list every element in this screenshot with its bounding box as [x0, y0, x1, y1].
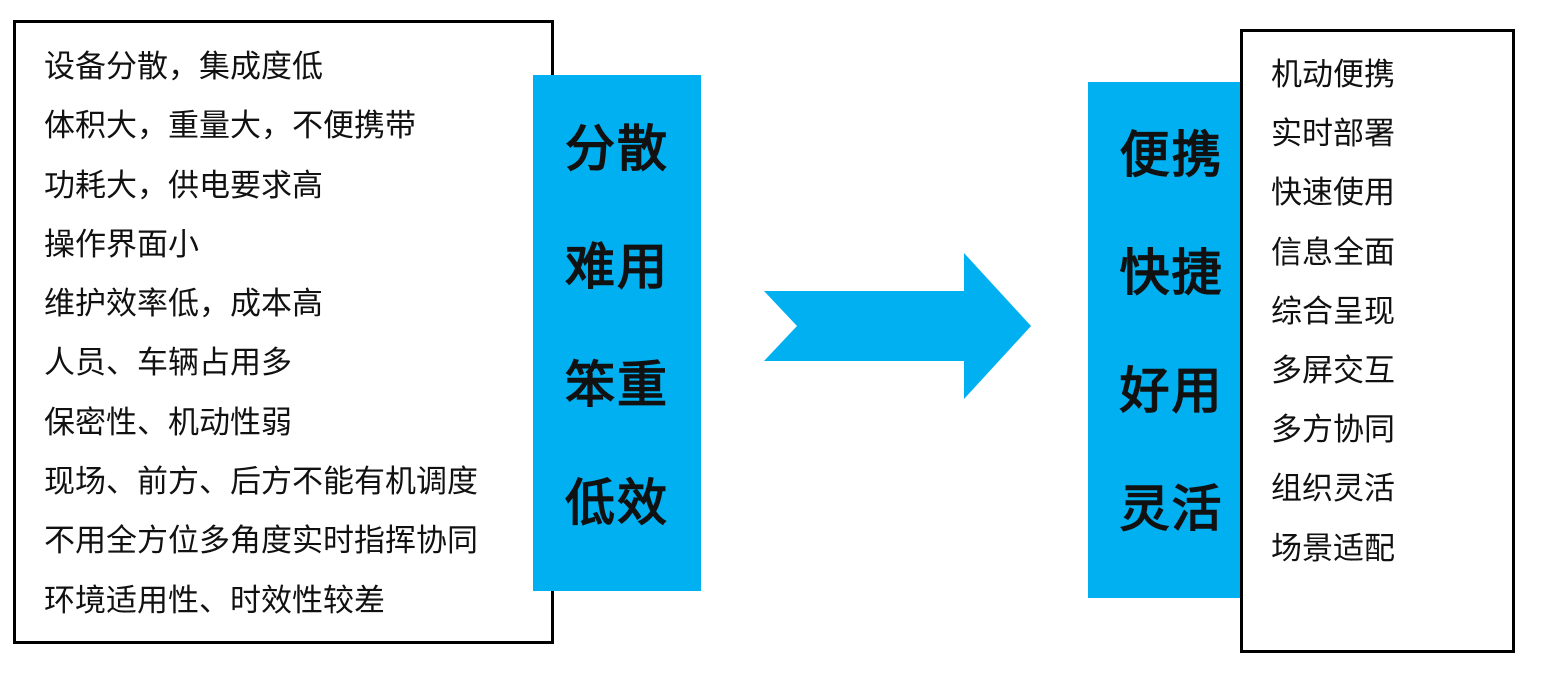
- problem-item: 维护效率低，成本高: [44, 286, 323, 323]
- problem-item: 体积大，重量大，不便携带: [44, 108, 416, 145]
- benefit-item: 快速使用: [1271, 175, 1395, 212]
- problems-summary-list: 分散 难用 笨重 低效: [533, 90, 701, 562]
- problem-item: 设备分散，集成度低: [44, 49, 323, 85]
- problem-item: 不用全方位多角度实时指挥协同: [44, 523, 478, 560]
- benefit-item: 多方协同: [1271, 412, 1395, 449]
- benefit-item: 综合呈现: [1271, 293, 1395, 330]
- problem-item: 保密性、机动性弱: [44, 404, 292, 441]
- summary-word: 分散: [565, 119, 669, 178]
- problem-item: 操作界面小: [44, 226, 199, 263]
- benefit-item: 多屏交互: [1271, 352, 1395, 389]
- right-arrow-icon: [764, 253, 1031, 399]
- benefit-item: 组织灵活: [1271, 471, 1395, 508]
- problem-item: 现场、前方、后方不能有机调度: [44, 464, 478, 501]
- benefits-list: 机动便携 实时部署 快速使用 信息全面 综合呈现 多屏交互 多方协同 组织灵活 …: [1271, 50, 1395, 583]
- benefit-item: 实时部署: [1271, 116, 1395, 153]
- problem-item: 人员、车辆占用多: [44, 345, 292, 382]
- benefit-item: 机动便携: [1271, 57, 1395, 93]
- problem-item: 环境适用性、时效性较差: [44, 582, 385, 619]
- problems-box: [13, 20, 554, 644]
- benefits-summary-list: 便携 快捷 好用 灵活: [1088, 96, 1255, 568]
- summary-word: 低效: [565, 473, 669, 532]
- summary-word: 笨重: [565, 355, 669, 414]
- summary-word: 灵活: [1119, 479, 1224, 538]
- problems-summary-band: 分散 难用 笨重 低效: [533, 75, 701, 591]
- summary-word: 好用: [1119, 361, 1224, 420]
- summary-word: 难用: [565, 237, 669, 296]
- benefit-item: 信息全面: [1271, 234, 1395, 271]
- benefits-box: [1240, 29, 1515, 653]
- summary-word: 快捷: [1119, 243, 1224, 302]
- problem-item: 功耗大，供电要求高: [44, 167, 323, 204]
- problems-list: 设备分散，集成度低 体积大，重量大，不便携带 功耗大，供电要求高 操作界面小 维…: [44, 42, 478, 635]
- benefits-summary-band: 便携 快捷 好用 灵活: [1088, 82, 1255, 598]
- summary-word: 便携: [1119, 125, 1224, 184]
- arrow-shape: [764, 253, 1031, 399]
- benefit-item: 场景适配: [1271, 530, 1395, 567]
